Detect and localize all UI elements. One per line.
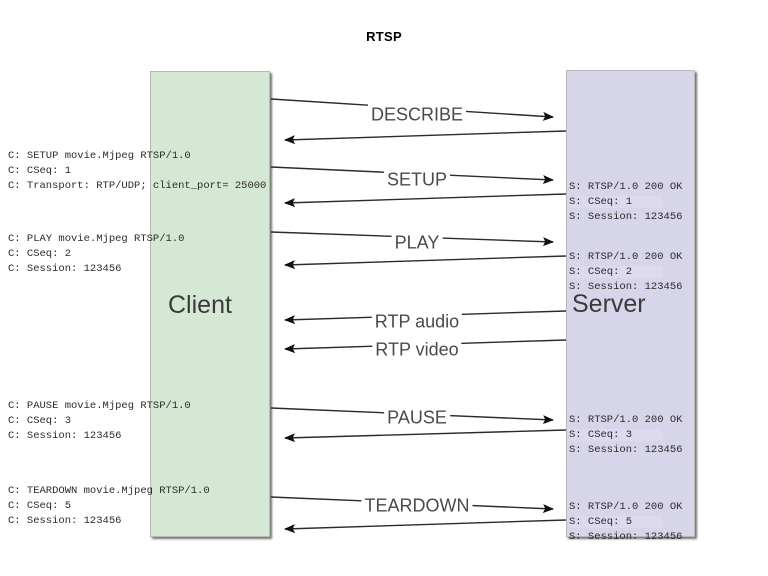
note-line: S: Session: 123456 <box>569 444 683 456</box>
server-note-play-reply: S: RTSP/1.0 200 OK S: CSeq: 2 S: Session… <box>569 250 682 295</box>
message-label-rtp-audio: RTP audio <box>371 311 463 333</box>
note-line: C: Transport: RTP/UDP; client_port= 2500… <box>8 180 267 192</box>
server-lifeline-box <box>566 70 695 537</box>
note-line: C: SETUP movie.Mjpeg RTSP/1.0 <box>8 150 191 162</box>
arrow-setup-reply <box>284 193 567 208</box>
server-note-setup-reply: S: RTSP/1.0 200 OK S: CSeq: 1 S: Session… <box>569 180 682 225</box>
note-line: C: CSeq: 5 <box>8 500 72 512</box>
note-line: S: RTSP/1.0 200 OK <box>569 251 683 263</box>
message-label-play: PLAY <box>391 232 443 254</box>
note-line: S: RTSP/1.0 200 OK <box>569 181 683 193</box>
note-line: S: RTSP/1.0 200 OK <box>569 501 683 513</box>
arrow-teardown-reply <box>284 519 567 534</box>
note-line: S: CSeq: 1 <box>569 196 663 208</box>
message-label-setup: SETUP <box>383 169 451 191</box>
message-label-teardown: TEARDOWN <box>361 495 473 517</box>
note-line: C: PLAY movie.Mjpeg RTSP/1.0 <box>8 233 185 245</box>
client-note-teardown: C: TEARDOWN movie.Mjpeg RTSP/1.0 C: CSeq… <box>8 484 210 529</box>
client-note-play: C: PLAY movie.Mjpeg RTSP/1.0 C: CSeq: 2 … <box>8 232 184 277</box>
server-note-teardown-reply: S: RTSP/1.0 200 OK S: CSeq: 5 S: Session… <box>569 500 682 545</box>
note-line: C: CSeq: 2 <box>8 248 72 260</box>
note-line: S: CSeq: 5 <box>569 516 663 528</box>
note-line: C: TEARDOWN movie.Mjpeg RTSP/1.0 <box>8 485 210 497</box>
note-line: S: Session: 123456 <box>569 281 683 293</box>
note-line: C: Session: 123456 <box>8 515 122 527</box>
arrow-describe-reply <box>284 130 567 145</box>
note-line: C: CSeq: 1 <box>8 165 72 177</box>
client-label: Client <box>168 291 232 319</box>
client-note-setup: C: SETUP movie.Mjpeg RTSP/1.0 C: CSeq: 1… <box>8 149 266 194</box>
page-title: RTSP <box>366 29 402 44</box>
note-line: S: CSeq: 3 <box>569 429 663 441</box>
message-label-pause: PAUSE <box>384 407 450 429</box>
note-line: C: PAUSE movie.Mjpeg RTSP/1.0 <box>8 400 191 412</box>
server-note-pause-reply: S: RTSP/1.0 200 OK S: CSeq: 3 S: Session… <box>569 413 682 458</box>
message-label-describe: DESCRIBE <box>367 104 467 126</box>
note-line: C: Session: 123456 <box>8 430 122 442</box>
arrow-play-reply <box>284 255 567 270</box>
client-note-pause: C: PAUSE movie.Mjpeg RTSP/1.0 C: CSeq: 3… <box>8 399 191 444</box>
note-line: C: Session: 123456 <box>8 263 122 275</box>
server-label: Server <box>572 290 646 318</box>
arrow-pause-reply <box>284 429 567 443</box>
note-line: S: RTSP/1.0 200 OK <box>569 414 683 426</box>
note-line: S: Session: 123456 <box>569 531 683 543</box>
message-label-rtp-video: RTP video <box>372 339 462 361</box>
note-line: C: CSeq: 3 <box>8 415 72 427</box>
client-lifeline-box <box>150 71 270 537</box>
note-line: S: Session: 123456 <box>569 211 683 223</box>
note-line: S: CSeq: 2 <box>569 266 663 278</box>
